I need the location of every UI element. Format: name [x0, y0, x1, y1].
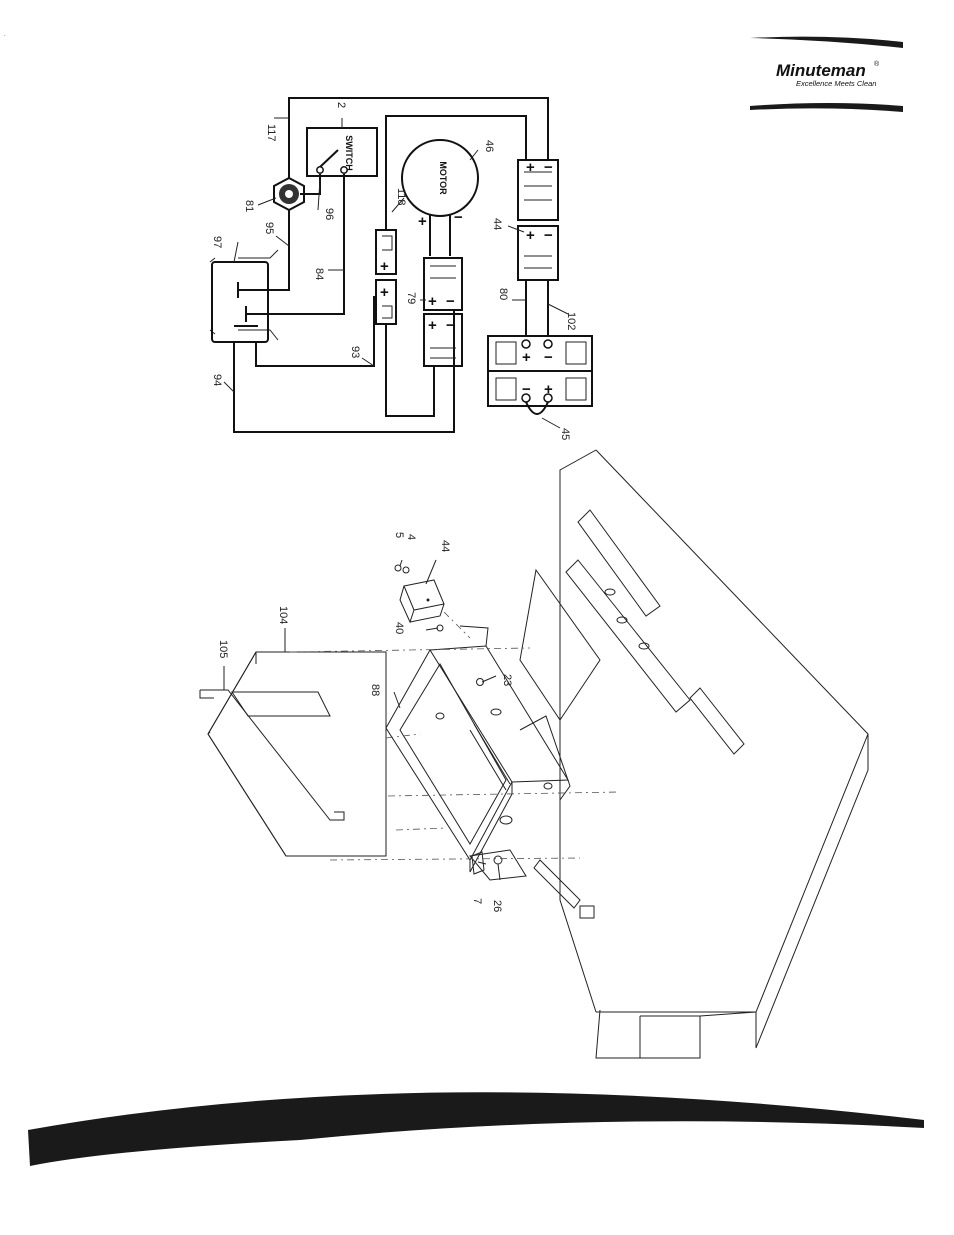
corner-mark: . — [4, 32, 6, 38]
svg-text:−: − — [522, 381, 531, 398]
svg-text:+: + — [526, 227, 535, 244]
wire-motor-positive — [385, 115, 527, 230]
callout-104: 104 — [277, 606, 289, 624]
callout-7: 7 — [471, 898, 483, 904]
callout-2: 2 — [335, 102, 347, 108]
base-deck — [519, 449, 869, 1059]
callout-5: 5 — [393, 532, 405, 538]
brand-name: Minuteman — [776, 61, 866, 80]
motor-leads — [429, 214, 451, 256]
switch-terminal-a — [316, 166, 324, 174]
wire-93 — [255, 296, 375, 367]
battery-104 — [199, 651, 387, 857]
svg-text:−: − — [544, 159, 553, 176]
callout-40: 40 — [393, 622, 405, 634]
switch-tag: SWITCH — [344, 135, 354, 171]
wires-80-102 — [525, 280, 549, 336]
callout-26: 26 — [491, 900, 503, 912]
callout-81: 81 — [243, 200, 255, 212]
callout-88: 88 — [369, 684, 381, 696]
callout-44b: 44 — [439, 540, 451, 552]
brand-logo: Minuteman ® Excellence Meets Clean — [750, 36, 903, 112]
callout-79: 79 — [405, 292, 417, 304]
wire-117 — [288, 97, 549, 194]
hardware — [394, 564, 503, 875]
svg-text:+: + — [380, 284, 389, 301]
callout-117: 117 — [265, 124, 277, 142]
battery-connector-44: + − + − — [517, 159, 559, 281]
switch-contact — [319, 149, 339, 168]
battery-pack: + − − + — [487, 335, 593, 415]
callout-44: 44 — [491, 218, 503, 230]
callout-46: 46 — [483, 140, 495, 152]
exploded-assembly: 105 104 88 5 4 44 40 23 7 26 — [199, 449, 869, 1059]
switch-terminal-b — [340, 166, 348, 174]
motor — [401, 139, 479, 217]
svg-text:+: + — [522, 349, 531, 366]
motor-minus: − — [454, 209, 463, 226]
align-line-1 — [289, 647, 531, 653]
callout-97: 97 — [211, 236, 223, 248]
wire-return — [385, 324, 435, 417]
svg-text:−: − — [544, 349, 553, 366]
connector-79: + − + − — [423, 257, 463, 367]
callout-23: 23 — [501, 674, 513, 686]
logo-swoosh-bottom — [750, 103, 903, 112]
motor-tag: MOTOR — [438, 161, 448, 195]
align-line-4 — [329, 857, 581, 861]
wire-95 — [238, 210, 290, 291]
svg-text:+: + — [428, 293, 437, 310]
callout-96: 96 — [323, 208, 335, 220]
svg-text:+: + — [380, 258, 389, 275]
callout-4: 4 — [405, 534, 417, 540]
svg-text:+: + — [526, 159, 535, 176]
footer-swoosh — [28, 1092, 924, 1166]
callout-45: 45 — [559, 428, 571, 440]
callout-95: 95 — [263, 222, 275, 234]
svg-text:+: + — [428, 317, 437, 334]
wiring-schematic: SWITCH MOTOR + − + — [209, 97, 593, 440]
callout-80: 80 — [497, 288, 509, 300]
align-line-2 — [385, 733, 421, 739]
jumper-45 — [525, 401, 549, 415]
tray-frame-88 — [385, 625, 571, 881]
circuit-breaker — [273, 176, 305, 212]
brand-registered-mark: ® — [874, 60, 880, 68]
callout-105: 105 — [217, 640, 229, 658]
connector-118: + + — [375, 229, 397, 325]
connector-block-44 — [399, 579, 445, 624]
wire-84 — [246, 174, 345, 315]
svg-text:−: − — [544, 227, 553, 244]
relay-97 — [209, 249, 279, 343]
callout-102: 102 — [565, 312, 577, 330]
align-line-5 — [395, 827, 447, 831]
brand-tagline: Excellence Meets Clean — [796, 79, 876, 88]
align-line-6 — [443, 611, 471, 639]
align-line-3 — [387, 791, 621, 797]
svg-text:−: − — [446, 317, 455, 334]
motor-plus: + — [418, 213, 427, 230]
svg-text:−: − — [446, 293, 455, 310]
logo-swoosh-top — [750, 36, 903, 48]
callout-93: 93 — [349, 346, 361, 358]
wire-94 — [233, 310, 455, 433]
callout-118: 118 — [395, 188, 407, 206]
callout-94: 94 — [211, 374, 223, 386]
callout-84: 84 — [313, 268, 325, 280]
svg-text:+: + — [544, 381, 553, 398]
